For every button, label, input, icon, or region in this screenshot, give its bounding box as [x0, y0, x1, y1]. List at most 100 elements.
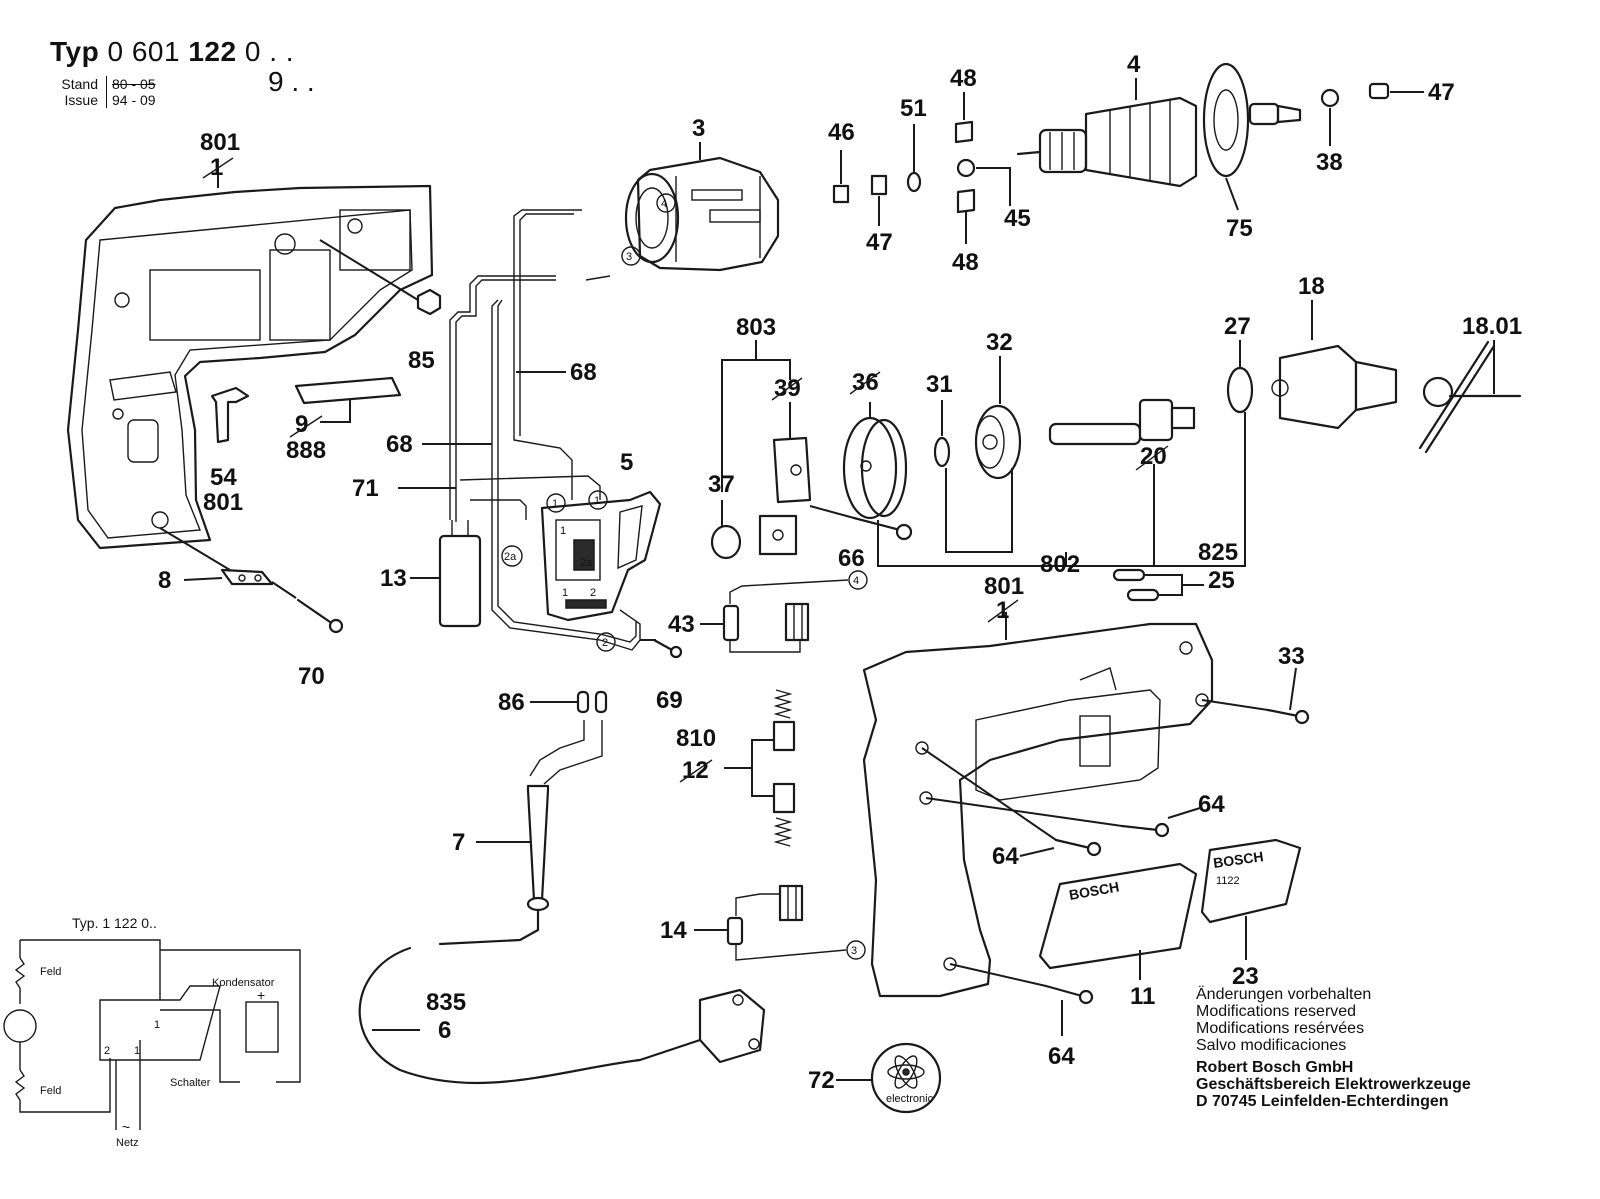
label-47a: 47 — [866, 229, 893, 256]
schematic-title: Typ. 1 122 0.. — [72, 915, 157, 931]
terminal-1a-text: 1 — [552, 498, 558, 510]
footer-notice: Änderungen vorbehalten Modifications res… — [1196, 986, 1471, 1110]
schematic-capacitor: Kondensator — [212, 977, 275, 989]
label-31: 31 — [926, 371, 953, 398]
chuck-key-1801 — [1418, 340, 1522, 454]
cap-47b — [1368, 82, 1390, 100]
label-37: 37 — [708, 471, 735, 498]
leader-64b — [1019, 847, 1055, 857]
leader-64a-hole — [925, 797, 1123, 827]
footer-address: D 70745 Leinfelden-Echterdingen — [1196, 1093, 1449, 1110]
label-802: 802 — [1040, 551, 1080, 578]
label-5: 5 — [620, 449, 633, 476]
strike-12 — [679, 759, 713, 783]
label-888-x: 9 — [295, 411, 308, 438]
switch-term-1b: 1 — [562, 587, 568, 599]
label-64a: 64 — [1198, 791, 1225, 818]
bush-46 — [832, 184, 850, 204]
schematic-field-bottom: Feld — [40, 1085, 61, 1097]
schematic-mains: Netz — [116, 1137, 139, 1149]
label-11: 11 — [1130, 983, 1155, 1010]
label-23: 23 — [1232, 963, 1259, 990]
label-45: 45 — [1004, 205, 1031, 232]
terminal-3-on-field — [621, 246, 641, 266]
power-cord-6 — [358, 720, 766, 1085]
field-stator-3 — [624, 156, 780, 272]
terminal-4a-text: 4 — [661, 198, 667, 210]
label-86: 86 — [498, 689, 525, 716]
label-64b: 64 — [992, 843, 1019, 870]
switch-term-2a: 2a — [580, 557, 593, 569]
spindle-20 — [1048, 398, 1196, 446]
label-810: 810 — [676, 725, 716, 752]
schematic-plus: + — [257, 987, 265, 1003]
label-32: 32 — [986, 329, 1013, 356]
label-70: 70 — [298, 663, 325, 690]
footer-line-fr: Modifications resérvées — [1196, 1020, 1365, 1037]
leader-888 — [320, 400, 351, 423]
label-38: 38 — [1316, 149, 1343, 176]
issue-value: 94 - 09 — [106, 92, 156, 108]
label-4: 4 — [1127, 51, 1141, 78]
leader-8-housing — [159, 527, 231, 571]
terminal-3b-text: 3 — [851, 945, 857, 957]
label-801-right: 801 — [984, 573, 1024, 600]
leader-33-hole — [1201, 699, 1269, 711]
leader-8 — [183, 577, 223, 581]
screw-64b — [1054, 838, 1102, 857]
terminal-2-circle — [596, 632, 616, 652]
washer-51 — [906, 171, 922, 193]
nut-85 — [416, 288, 442, 316]
leader-64c-hole — [949, 963, 1047, 987]
stand-value: 80 - 05 — [106, 76, 156, 92]
label-68b: 68 — [386, 431, 413, 458]
label-801-top-x: 1 — [210, 154, 223, 181]
terminal-4-on-field — [656, 193, 676, 213]
armature-4 — [1016, 62, 1302, 188]
strike-888 — [289, 415, 323, 438]
schematic-mains-symbol: ~ — [122, 1119, 130, 1135]
label-25: 25 — [1208, 567, 1235, 594]
connectors-86 — [576, 690, 608, 714]
stand-issue-block: Stand 80 - 05 Issue 94 - 09 — [52, 76, 156, 108]
label-835: 835 — [426, 989, 466, 1016]
terminal-1-circle-b — [588, 490, 608, 510]
terminal-4b-text: 4 — [853, 575, 859, 587]
strike-39 — [771, 377, 803, 401]
sticker-text: electronic — [886, 1093, 934, 1105]
ball-38 — [1320, 88, 1340, 108]
wiring-schematic: Typ. 1 122 0.. Feld Feld Kondensator Sch… — [3, 915, 301, 1149]
wiring-harness-68 — [449, 209, 641, 651]
gear-bracket-39 — [758, 436, 812, 556]
strike-20 — [1135, 445, 1169, 471]
electronic-sticker-72 — [870, 1042, 942, 1114]
terminal-2-text: 2 — [602, 637, 608, 649]
footer-line-en: Modifications reserved — [1196, 1003, 1357, 1020]
issue-label: Issue — [64, 92, 98, 108]
footer-company: Robert Bosch GmbH — [1196, 1059, 1354, 1076]
label-85: 85 — [408, 347, 435, 374]
brush-48a — [954, 120, 974, 144]
screw-33 — [1266, 708, 1310, 725]
switch-5 — [540, 490, 662, 622]
screw-64c — [1044, 984, 1094, 1005]
label-1801: 18.01 — [1462, 313, 1522, 340]
schematic-switch: Schalter — [170, 1077, 211, 1089]
bearing-32 — [974, 404, 1022, 480]
leader-75 — [1225, 177, 1239, 211]
ring-31 — [933, 436, 951, 468]
label-69: 69 — [656, 687, 683, 714]
bearing-45 — [956, 158, 976, 178]
nameplate-23 — [1200, 838, 1302, 924]
terminal-1-circle-a — [546, 493, 566, 513]
switch-term-2: 2 — [590, 587, 596, 599]
leader-66 — [809, 505, 855, 519]
label-51: 51 — [900, 95, 927, 122]
schematic-field-top: Feld — [40, 966, 61, 978]
label-7: 7 — [452, 829, 465, 856]
drill-chuck-18 — [1271, 344, 1398, 430]
switch-term-1: 1 — [560, 525, 566, 537]
label-54: 54 — [210, 464, 237, 491]
pins-25 — [1112, 568, 1160, 602]
